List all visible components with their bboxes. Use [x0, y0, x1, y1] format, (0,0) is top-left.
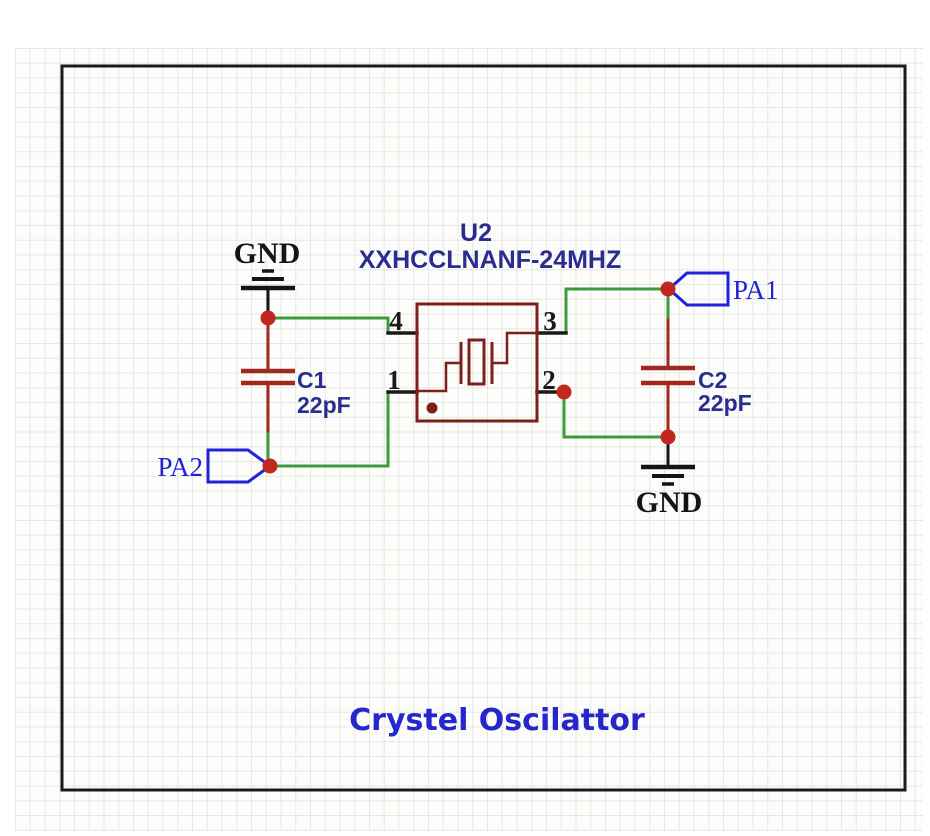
ground-symbol-bottom[interactable]: GND [636, 437, 703, 519]
c1-refdes[interactable]: C1 [297, 367, 327, 393]
ground-label[interactable]: GND [234, 237, 301, 270]
grid-background [15, 48, 923, 831]
wire-gnd-to-pin4[interactable] [266, 316, 390, 335]
junction-dot[interactable] [660, 281, 676, 297]
net-port-pa2[interactable]: PA2 [157, 448, 273, 484]
crystal-lead-right [492, 331, 536, 365]
pa1-port-shape [666, 271, 730, 307]
c2-value[interactable]: 22pF [698, 390, 752, 416]
c1-value[interactable]: 22pF [297, 392, 351, 418]
crystal-lead-left [418, 361, 460, 393]
pa1-label[interactable]: PA1 [733, 275, 779, 305]
pin1-number: 1 [387, 365, 401, 395]
pin3-number: 3 [543, 306, 557, 336]
ground-symbol-top[interactable]: GND [234, 237, 301, 315]
capacitor-c2[interactable]: C2 22pF [641, 318, 752, 435]
crystal-element [467, 338, 486, 386]
junction-dot[interactable] [660, 429, 676, 445]
pa2-label[interactable]: PA2 [157, 452, 203, 482]
wire-pin2-to-gnd[interactable] [562, 390, 670, 439]
c2-refdes[interactable]: C2 [698, 367, 727, 393]
sheet-title[interactable]: Crystel Oscilattor [349, 703, 645, 738]
junction-dot[interactable] [556, 384, 572, 400]
pin1-marker-dot [426, 402, 438, 414]
crystal-body [415, 302, 539, 423]
junction-dot[interactable] [260, 310, 276, 326]
sheet-border [60, 64, 907, 792]
ground-label[interactable]: GND [636, 486, 703, 519]
wire-pin3-to-pa1[interactable] [564, 287, 670, 335]
u2-refdes[interactable]: U2 [460, 219, 492, 247]
pa2-port-shape [206, 448, 273, 484]
crystal-u2[interactable]: U2 XXHCCLNANF-24MHZ 4 1 3 2 [359, 219, 622, 423]
junction-dot[interactable] [262, 458, 278, 474]
wire-pa2-to-pin1[interactable] [268, 390, 390, 468]
pin4-number: 4 [389, 306, 403, 336]
capacitor-c1[interactable]: C1 22pF [241, 316, 351, 433]
u2-part-number[interactable]: XXHCCLNANF-24MHZ [359, 246, 622, 274]
net-port-pa1[interactable]: PA1 [666, 271, 779, 307]
pin2-number: 2 [542, 365, 556, 395]
